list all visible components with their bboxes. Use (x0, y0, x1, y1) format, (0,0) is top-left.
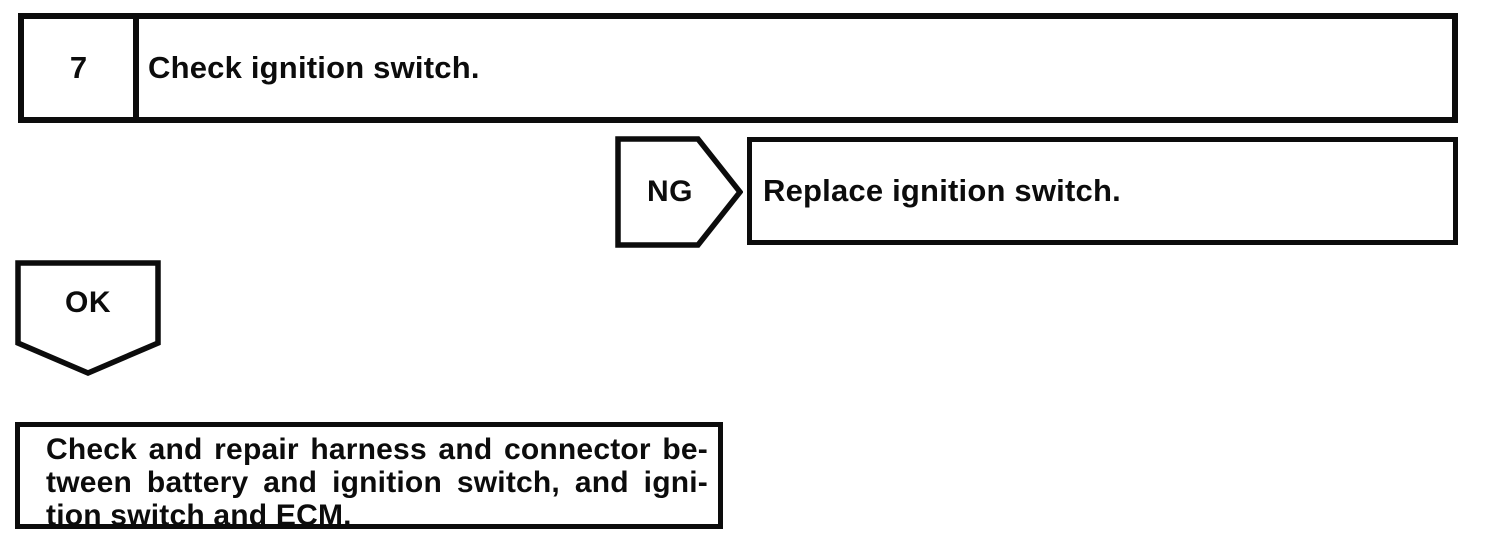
repair-action-box: Check and repair harness and connector b… (15, 422, 723, 532)
step-number: 7 (69, 50, 88, 85)
step-number-cell: 7 (24, 19, 139, 117)
ng-pentagon-icon (615, 136, 743, 248)
ok-label: OK (65, 286, 111, 319)
repair-line-2: tween battery and ignition switch, and i… (46, 466, 708, 499)
step-instruction-cell: Check ignition switch. (139, 19, 1452, 117)
repair-line-1: Check and repair harness and connector b… (46, 433, 708, 466)
replace-action-text: Replace ignition switch. (763, 173, 1121, 208)
ok-pentagon-icon (15, 260, 161, 376)
repair-line-3: tion switch and ECM. (46, 499, 352, 532)
ng-label: NG (647, 175, 693, 208)
ok-connector: OK (15, 260, 161, 376)
ng-connector: NG (615, 136, 743, 248)
replace-action-box: Replace ignition switch. (747, 137, 1458, 245)
step-box: 7 Check ignition switch. (18, 13, 1458, 123)
step-instruction: Check ignition switch. (148, 50, 480, 85)
